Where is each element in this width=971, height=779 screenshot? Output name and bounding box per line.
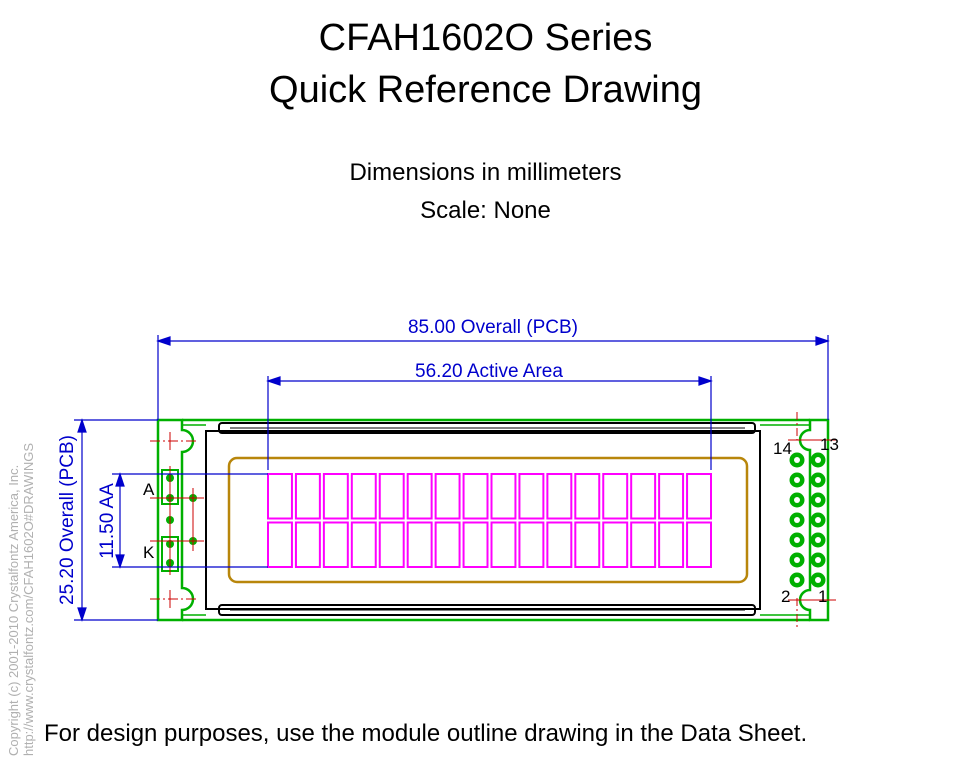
cathode-label: K <box>143 543 155 562</box>
pin-hole <box>815 477 821 483</box>
copyright-notice: Copyright (c) 2001-2010 Crystalfontz Ame… <box>6 336 36 756</box>
pin-13-label: 13 <box>820 435 839 454</box>
pin-hole <box>815 537 821 543</box>
title-line-1: CFAH1602O Series <box>318 17 653 59</box>
character-cell <box>294 473 321 520</box>
character-cell <box>378 473 405 520</box>
character-cell <box>490 473 517 520</box>
character-cell <box>267 473 293 520</box>
character-cell <box>350 473 377 520</box>
overall-height-label: 25.20 Overall (PCB) <box>57 435 78 605</box>
character-cell <box>322 521 349 568</box>
pin-14-label: 14 <box>773 439 792 458</box>
character-cell <box>518 521 545 568</box>
pin-hole <box>794 517 800 523</box>
overall-width-label: 85.00 Overall (PCB) <box>408 317 578 338</box>
pin-hole <box>815 497 821 503</box>
active-area-height-label: 11.50 AA <box>97 483 118 559</box>
dimension-lines <box>74 335 830 622</box>
pin-1-label: 1 <box>818 587 827 606</box>
scale-note: Scale: None <box>420 197 551 224</box>
pcb-outline <box>156 418 830 622</box>
character-cell <box>630 521 657 568</box>
pin-hole <box>794 537 800 543</box>
backlight-terminals <box>150 432 204 608</box>
pin-hole <box>794 457 800 463</box>
pin-hole <box>815 457 821 463</box>
active-area-width-label: 56.20 Active Area <box>415 361 563 382</box>
character-cell <box>630 473 657 520</box>
character-cell <box>658 521 685 568</box>
pin-hole <box>794 497 800 503</box>
display-glass <box>205 422 761 616</box>
character-grid <box>267 473 712 568</box>
character-cell <box>602 521 629 568</box>
character-cell <box>686 521 712 568</box>
pin-hole <box>815 577 821 583</box>
connector-pins <box>788 412 836 628</box>
character-cell <box>546 521 573 568</box>
character-cell <box>602 473 629 520</box>
character-cell <box>490 521 517 568</box>
pin-hole <box>815 517 821 523</box>
viewing-area <box>227 456 749 584</box>
character-cell <box>462 473 489 520</box>
pin-hole <box>794 557 800 563</box>
anode-label: A <box>143 480 155 499</box>
character-cell <box>406 521 433 568</box>
character-cell <box>378 521 405 568</box>
character-cell <box>462 521 489 568</box>
drawing-url: http://www.crystalfontz.com/CFAH1602O#DR… <box>21 442 36 756</box>
character-cell <box>518 473 545 520</box>
character-cell <box>574 473 601 520</box>
character-cell <box>350 521 377 568</box>
character-cell <box>658 473 685 520</box>
pin-hole <box>815 557 821 563</box>
title-line-2: Quick Reference Drawing <box>269 69 702 111</box>
units-note: Dimensions in millimeters <box>349 159 622 186</box>
character-cell <box>434 473 461 520</box>
copyright-line: Copyright (c) 2001-2010 Crystalfontz Ame… <box>6 464 21 756</box>
design-note: For design purposes, use the module outl… <box>44 720 808 747</box>
character-cell <box>322 473 349 520</box>
pin-hole <box>794 477 800 483</box>
character-cell <box>574 521 601 568</box>
character-cell <box>686 473 712 520</box>
pin-2-label: 2 <box>781 587 790 606</box>
character-cell <box>406 473 433 520</box>
character-cell <box>434 521 461 568</box>
character-cell <box>267 521 293 568</box>
character-cell <box>294 521 321 568</box>
pin-hole <box>794 577 800 583</box>
character-cell <box>546 473 573 520</box>
